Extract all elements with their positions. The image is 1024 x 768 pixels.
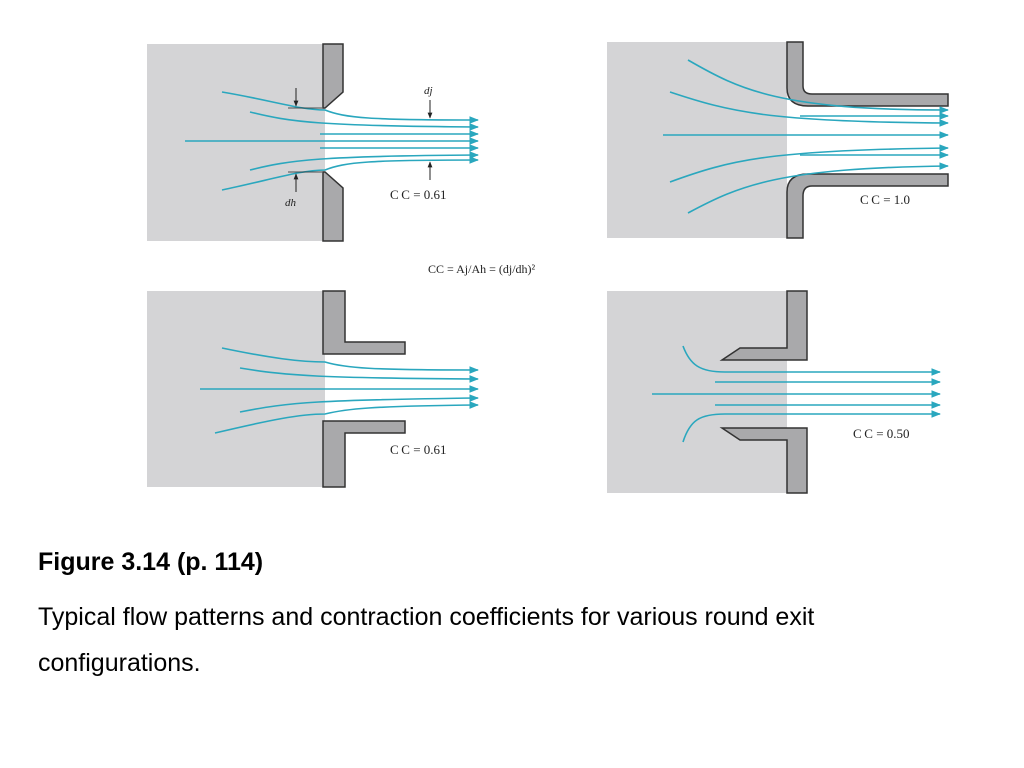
label-dj: dj: [424, 85, 433, 97]
flow-patterns-diagram: dh dj C C = 0.61 C C = 1.0 CC = Aj/Ah = …: [147, 41, 949, 494]
panel-rounded: C C = 1.0: [607, 41, 949, 239]
cc-label: C C = 0.50: [853, 426, 910, 441]
streamlines: [663, 59, 949, 214]
reservoir-area: [147, 44, 325, 241]
streamlines: [652, 345, 941, 443]
figure-title: Figure 3.14 (p. 114): [38, 548, 264, 576]
wall-lower: [322, 171, 344, 242]
streamlines: [185, 91, 479, 191]
panel-square-edged: C C = 0.61: [147, 290, 479, 488]
figure-caption: Typical flow patterns and contraction co…: [38, 603, 815, 677]
reservoir-area: [607, 42, 787, 238]
cc-label: C C = 1.0: [860, 192, 910, 207]
label-dh: dh: [285, 197, 297, 209]
panel-reentrant: C C = 0.50: [607, 290, 941, 494]
wall-upper: [719, 290, 808, 361]
cc-label: C C = 0.61: [390, 187, 447, 202]
wall-upper: [322, 290, 406, 355]
wall-lower: [322, 420, 406, 488]
wall-upper: [786, 41, 949, 107]
wall-lower: [719, 427, 808, 494]
cc-label: C C = 0.61: [390, 442, 447, 457]
contraction-formula: CC = Aj/Ah = (dj/dh)²: [428, 262, 536, 276]
streamlines: [200, 347, 479, 434]
wall-lower: [786, 173, 949, 239]
wall-upper: [322, 43, 344, 109]
panel-sharp-edged: dh dj C C = 0.61: [147, 43, 479, 242]
reservoir-area: [607, 291, 787, 493]
